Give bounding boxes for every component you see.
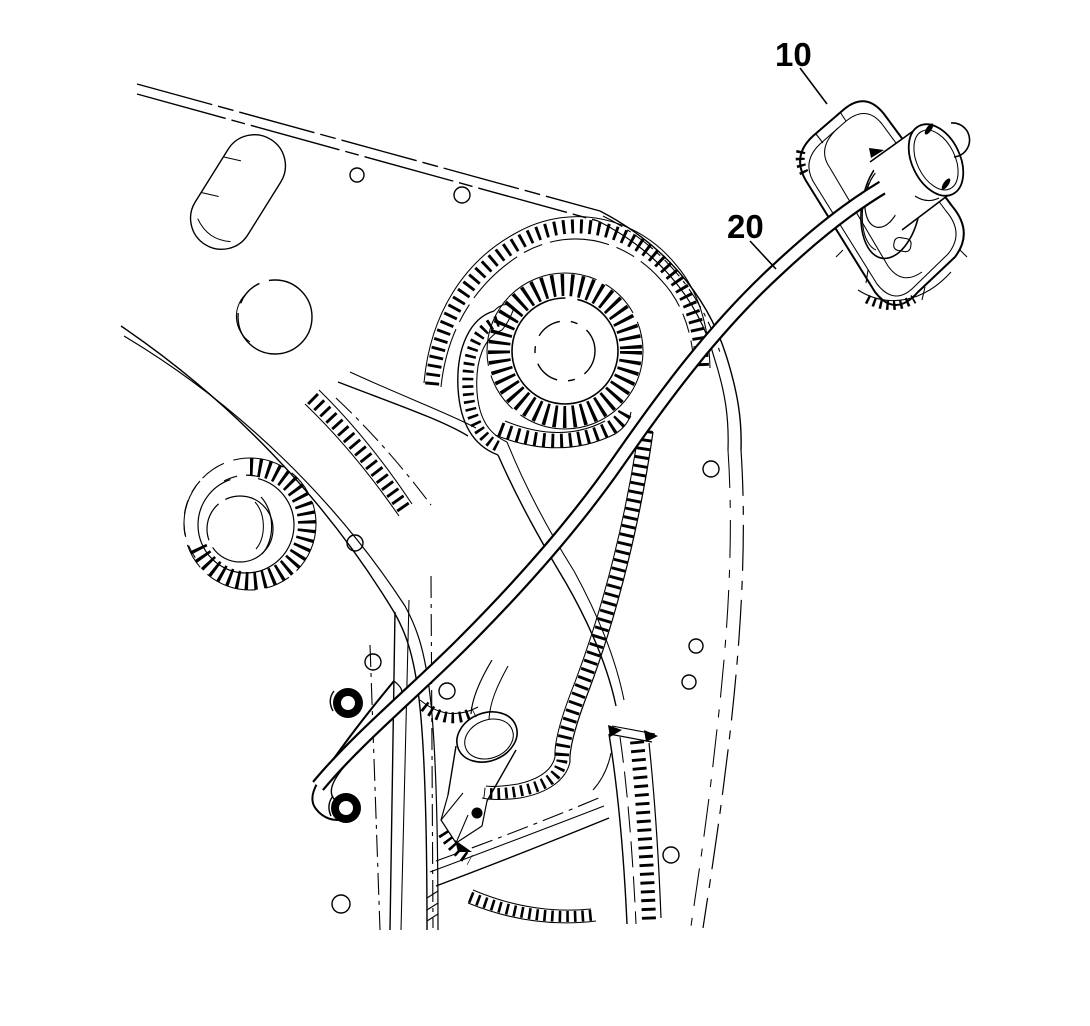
cap-screw-slot-upper bbox=[924, 123, 934, 135]
part-20-rod-assembly bbox=[311, 159, 926, 823]
cap-face bbox=[907, 123, 965, 197]
ribbed-channel bbox=[608, 725, 662, 925]
bore-hole bbox=[235, 279, 313, 355]
callout-part10: 10 bbox=[775, 36, 828, 105]
filler-spout bbox=[419, 659, 597, 924]
callout-part20-leader bbox=[749, 240, 777, 270]
diagonal-rib-strip bbox=[481, 427, 654, 801]
callout-part10-leader bbox=[799, 67, 828, 105]
housing-bottom-edge bbox=[429, 796, 610, 887]
strap-pins bbox=[328, 688, 363, 823]
kidney-slot bbox=[189, 134, 287, 250]
cap-dome bbox=[950, 122, 971, 158]
central-ribbed-boss bbox=[423, 216, 711, 449]
cap-screw-slot-lower bbox=[941, 178, 951, 190]
housing-top-edge bbox=[136, 83, 601, 222]
housing-line-art bbox=[120, 83, 744, 931]
bolt-holes bbox=[331, 167, 720, 914]
part-10-cap-cylinder bbox=[869, 122, 971, 231]
rod bbox=[312, 159, 926, 791]
housing-left-flange bbox=[120, 325, 477, 931]
callout-part20: 20 bbox=[727, 208, 777, 270]
callout-part20-label: 20 bbox=[727, 208, 764, 245]
callout-part10-label: 10 bbox=[775, 36, 812, 73]
hook-rib bbox=[457, 304, 625, 707]
left-knurled-boss bbox=[183, 457, 317, 591]
